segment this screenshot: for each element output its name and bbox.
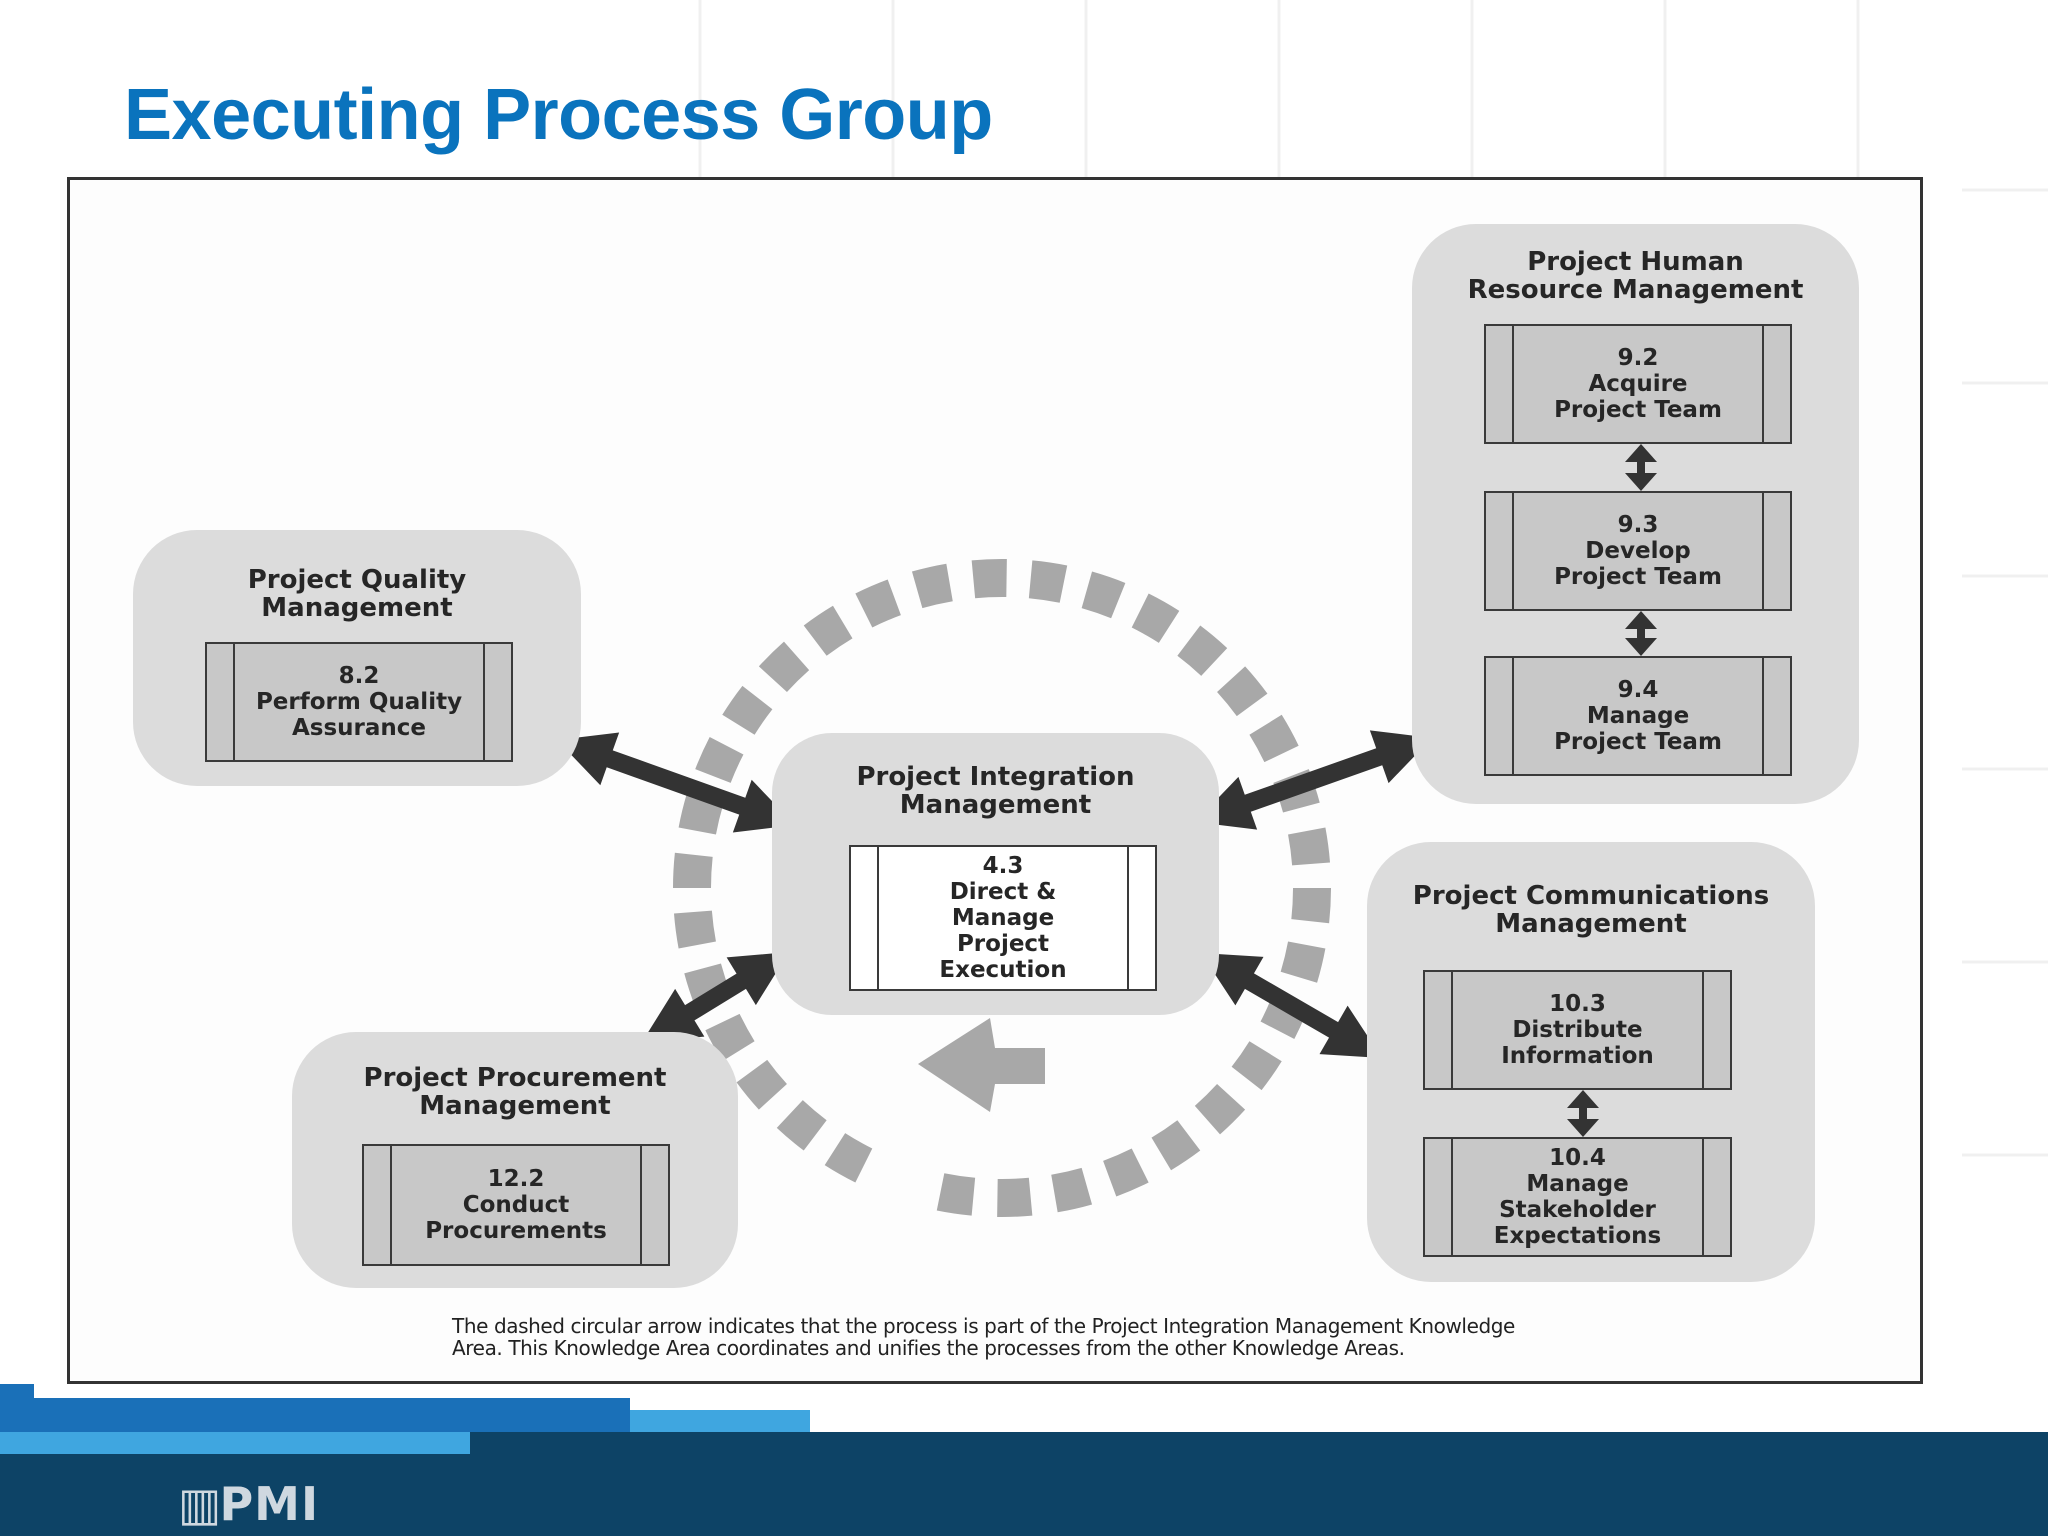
procurement-management-group: Project Procurement Management 12.2 Cond… [292,1032,738,1288]
process-8-2[interactable]: 8.2 Perform Quality Assurance [205,642,513,762]
figure-footnote: The dashed circular arrow indicates that… [452,1314,1515,1360]
dashed-circle-segment [803,605,853,656]
dashed-circle-segment [1249,714,1299,763]
dashed-circle-segment [736,1059,788,1110]
process-9-2[interactable]: 9.2 Acquire Project Team [1484,324,1792,444]
quality-management-group: Project Quality Management 8.2 Perform Q… [133,530,581,786]
slide-title: Executing Process Group [124,75,993,155]
process-number: 4.3 [982,853,1024,879]
dashed-circle-segment [1131,593,1180,643]
integration-management-group: Project Integration Management 4.3 Direc… [772,733,1219,1015]
dashed-circle-segment [855,579,902,628]
dashed-circle-segment [1216,666,1268,717]
pmi-logo-icon: ▥ [178,1477,221,1531]
process-number: 8.2 [338,663,380,689]
executing-process-group-figure: Project Quality Management 8.2 Perform Q… [67,177,1923,1384]
integration-group-title: Project Integration Management [856,762,1135,820]
human-resource-group-title: Project Human Resource Management [1467,247,1804,305]
process-9-3[interactable]: 9.3 Develop Project Team [1484,491,1792,611]
quality-group-title: Project Quality Management [247,565,467,623]
human-resource-management-group: Project Human Resource Management 9.2 Ac… [1412,224,1859,804]
dashed-circle-segment [673,910,716,949]
dashed-circle-segment [722,685,773,735]
arrow-communications-integration [1201,953,1382,1058]
arrow-9-3-9-4 [1625,611,1657,656]
procurement-group-title: Project Procurement Management [363,1063,667,1121]
dashed-circle-segment [1194,1083,1246,1135]
dashed-circle-segment [705,1013,755,1062]
dashed-circle-segment [1177,625,1228,677]
communications-management-group: Project Communications Management 10.3 D… [1367,842,1815,1282]
dashed-circle-segment [1280,941,1326,983]
dashed-circle-segment [971,559,1007,599]
circular-arrowhead [918,1018,1045,1112]
dashed-circle-segment [1102,1148,1149,1197]
dashed-circle-segment [1291,887,1331,924]
arrow-10-3-10-4 [1567,1090,1599,1137]
process-12-2[interactable]: 12.2 Conduct Procurements [362,1144,670,1266]
communications-group-title: Project Communications Management [1412,881,1770,939]
process-10-3[interactable]: 10.3 Distribute Information [1423,970,1732,1090]
arrow-9-2-9-3 [1625,444,1657,491]
arrow-quality-integration [557,732,795,833]
process-9-4[interactable]: 9.4 Manage Project Team [1484,656,1792,776]
dashed-circle-segment [1051,1167,1093,1213]
pmi-logo: ▥PMI [178,1477,320,1531]
dashed-circle-segment [997,1177,1033,1217]
dashed-circle-segment [1231,1041,1282,1091]
dashed-circle-segment [936,1173,976,1216]
process-4-3[interactable]: 4.3 Direct & Manage Project Execution [849,845,1157,991]
arrow-procurement-integration [642,952,789,1042]
footer-band [0,1384,2048,1536]
diagram-connectors [557,559,1432,1217]
dashed-circle-segment [776,1099,827,1151]
dashed-circle-segment [1081,571,1126,619]
process-sequence-arrows [1567,444,1657,1137]
dashed-circle-segment [1028,560,1068,603]
dashed-circle-segment [1288,827,1331,866]
dashed-circle-segment [911,563,953,609]
dashed-circle-segment [1151,1120,1201,1171]
process-10-4[interactable]: 10.4 Manage Stakeholder Expectations [1423,1137,1732,1257]
dashed-circle-segment [673,852,713,889]
dashed-circle-segment [695,737,744,784]
dashed-circle-segment [758,641,810,693]
arrow-hr-integration [1195,730,1432,830]
dashed-circle-segment [824,1133,873,1183]
